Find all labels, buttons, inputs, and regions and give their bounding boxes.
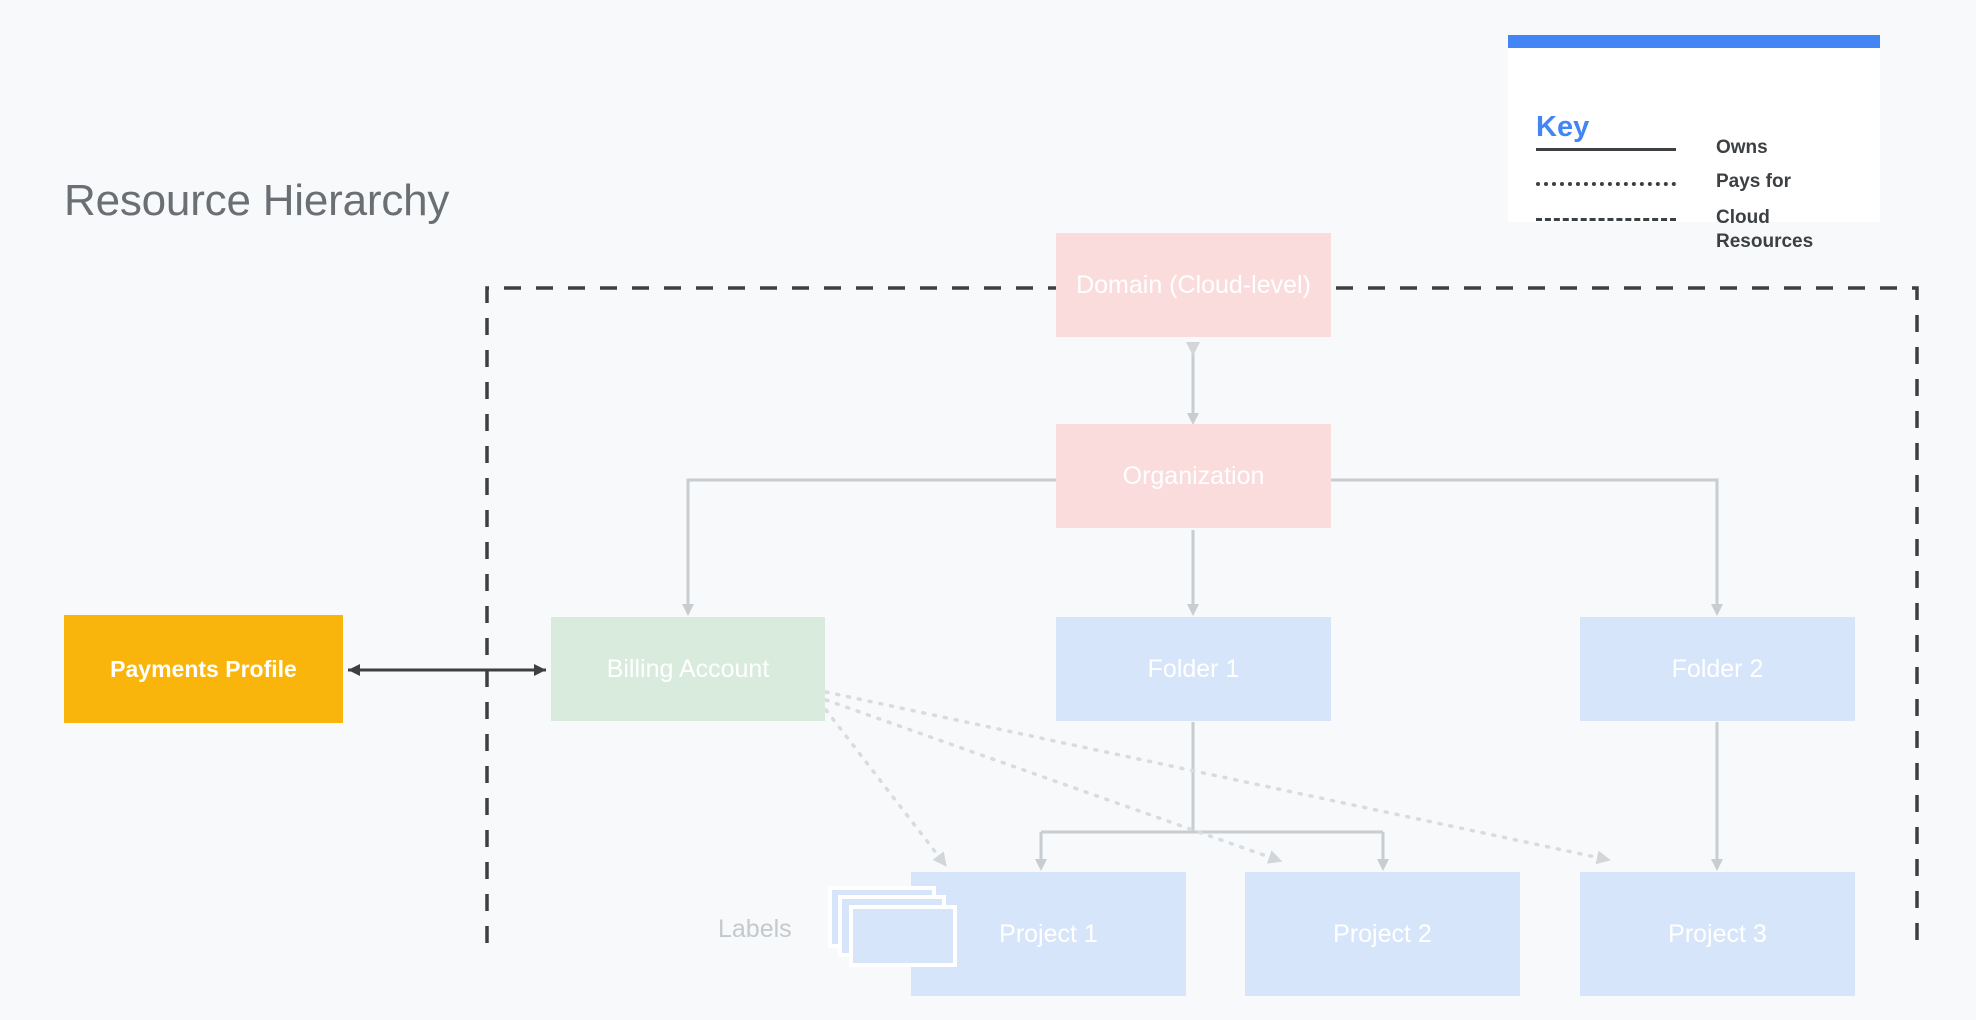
key-label-cloud-resources: Cloud Resources (1716, 207, 1814, 252)
labels-caption: Labels (718, 915, 792, 943)
edge-billing-project3 (824, 690, 1611, 865)
edge-organization-billing (682, 478, 1056, 616)
node-billing-account[interactable]: Billing Account (551, 617, 825, 721)
key-line-dashed (1536, 218, 1676, 221)
edge-billing-project1 (824, 708, 947, 867)
key-accent-bar (1508, 35, 1880, 48)
key-line-dotted (1536, 182, 1676, 186)
edge-organization-folder2 (1331, 478, 1723, 616)
page-title: Resource Hierarchy (64, 176, 450, 225)
key-panel: Key Owns Pays for Cloud Resources (1508, 35, 1880, 252)
key-title: Key (1536, 111, 1590, 143)
edge-billing-project2 (824, 698, 1283, 864)
key-line-solid (1536, 148, 1676, 151)
node-project-3[interactable]: Project 3 (1580, 872, 1855, 996)
edge-folder1-projects (1035, 722, 1389, 871)
node-payments-profile[interactable]: Payments Profile (64, 615, 343, 723)
layers-card-front (849, 905, 957, 967)
node-project-2[interactable]: Project 2 (1245, 872, 1520, 996)
node-folder-2[interactable]: Folder 2 (1580, 617, 1855, 721)
node-folder-1[interactable]: Folder 1 (1056, 617, 1331, 721)
key-label-owns: Owns (1716, 137, 1768, 158)
layers-stack-icon (828, 886, 964, 978)
node-organization[interactable]: Organization (1056, 424, 1331, 528)
cloud-resources-boundary (485, 286, 1919, 955)
key-label-pays-for: Pays for (1716, 171, 1791, 192)
node-domain[interactable]: Domain (Cloud-level) (1056, 233, 1331, 337)
